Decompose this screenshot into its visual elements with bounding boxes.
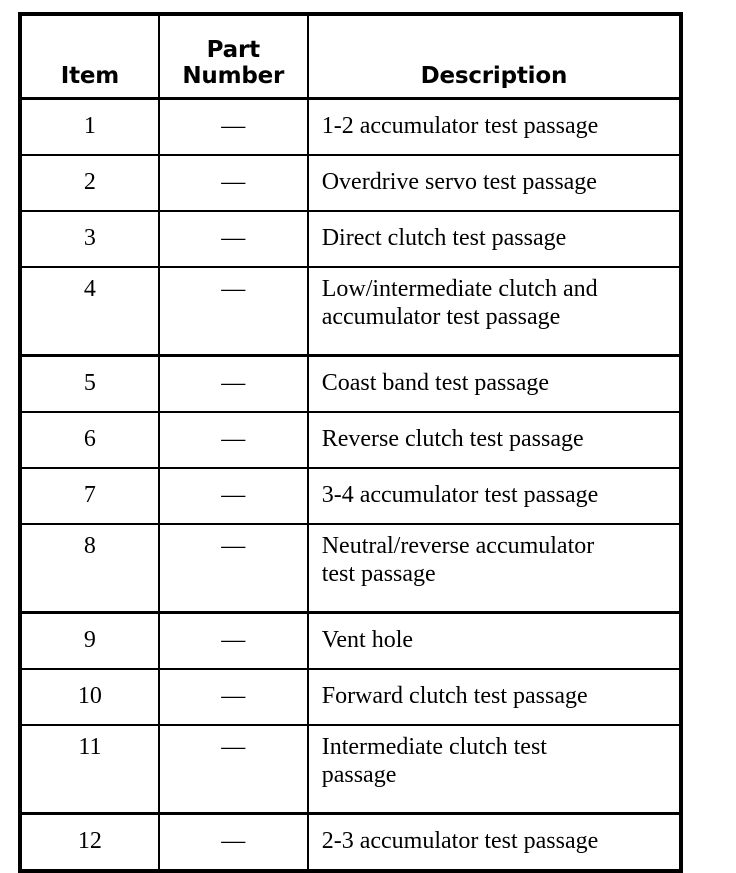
em-dash-placeholder: — [221, 112, 246, 139]
em-dash-placeholder: — [221, 276, 246, 302]
description-line: passage [321, 762, 397, 789]
page-root: Item Part Number Description 1 — 1-2 accum… [18, 12, 683, 873]
description-line: test passage [321, 561, 436, 588]
table-row: 3 — Direct clutch test passage [19, 210, 683, 268]
em-dash-placeholder: — [221, 481, 246, 508]
description-line: 3-4 accumulator test passage [321, 481, 599, 508]
cell-item: 1 [19, 97, 160, 156]
cell-item: 6 [19, 411, 160, 469]
description-line: Intermediate clutch test [321, 734, 547, 760]
description-line: Low/intermediate clutch and [321, 276, 598, 302]
cell-part-number: — [157, 97, 309, 156]
cell-part-number: — [157, 210, 309, 268]
parts-table-container: Item Part Number Description 1 — 1-2 accum… [18, 12, 683, 873]
table-row: 1 — 1-2 accumulator test passage [19, 97, 683, 156]
cell-description: Overdrive servo test passage [306, 154, 683, 212]
table-row: 7 — 3-4 accumulator test passage [19, 467, 683, 525]
cell-part-number: — [157, 354, 309, 413]
cell-part-number: — [157, 668, 309, 726]
parts-table: Item Part Number Description 1 — 1-2 accum… [18, 12, 683, 873]
cell-description: Coast band test passage [306, 354, 683, 413]
cell-item: 8 [19, 523, 160, 614]
em-dash-placeholder: — [221, 168, 246, 195]
column-header-description: Description [306, 13, 683, 100]
table-header: Item Part Number Description [19, 13, 683, 100]
em-dash-placeholder: — [221, 682, 246, 709]
cell-part-number: — [157, 154, 309, 212]
description-line: 2-3 accumulator test passage [321, 827, 599, 854]
description-line: Overdrive servo test passage [321, 168, 597, 195]
em-dash-placeholder: — [221, 224, 246, 251]
table-row: 6 — Reverse clutch test passage [19, 411, 683, 469]
description-line: Neutral/reverse accumulator [321, 533, 595, 559]
column-header-item: Item [19, 13, 160, 100]
cell-item: 3 [19, 210, 160, 268]
em-dash-placeholder: — [221, 734, 246, 760]
column-header-part-number: Part Number [157, 13, 309, 100]
cell-part-number: — [157, 812, 309, 872]
cell-description: 2-3 accumulator test passage [306, 812, 683, 872]
cell-item: 10 [19, 668, 160, 726]
description-line: Forward clutch test passage [321, 682, 588, 709]
table-row: 12 — 2-3 accumulator test passage [19, 812, 683, 872]
cell-item: 12 [19, 812, 160, 872]
em-dash-placeholder: — [221, 533, 246, 559]
cell-item: 9 [19, 611, 160, 670]
description-line: 1-2 accumulator test passage [321, 112, 599, 139]
table-body: 1 — 1-2 accumulator test passage 2 — Overdriv… [19, 97, 683, 872]
cell-item: 2 [19, 154, 160, 212]
cell-item: 7 [19, 467, 160, 525]
cell-part-number: — [157, 266, 309, 357]
description-line: Direct clutch test passage [321, 224, 567, 251]
em-dash-placeholder: — [221, 425, 246, 452]
cell-description: 1-2 accumulator test passage [306, 97, 683, 156]
em-dash-placeholder: — [221, 369, 246, 396]
cell-part-number: — [157, 724, 309, 815]
cell-item: 11 [19, 724, 160, 815]
table-row: 5 — Coast band test passage [19, 354, 683, 413]
cell-description: Direct clutch test passage [306, 210, 683, 268]
cell-description: Reverse clutch test passage [306, 411, 683, 469]
header-row: Item Part Number Description [19, 13, 683, 100]
cell-description: Forward clutch test passage [306, 668, 683, 726]
cell-item: 4 [19, 266, 160, 357]
cell-part-number: — [157, 523, 309, 614]
description-line: accumulator test passage [321, 304, 561, 331]
table-row: 2 — Overdrive servo test passage [19, 154, 683, 212]
cell-part-number: — [157, 467, 309, 525]
em-dash-placeholder: — [221, 827, 246, 854]
description-line: Reverse clutch test passage [321, 425, 584, 452]
cell-description: 3-4 accumulator test passage [306, 467, 683, 525]
em-dash-placeholder: — [221, 626, 246, 653]
cell-part-number: — [157, 411, 309, 469]
cell-item: 5 [19, 354, 160, 413]
description-line: Coast band test passage [321, 369, 550, 396]
description-line: Vent hole [321, 626, 414, 653]
table-row: 10 — Forward clutch test passage [19, 668, 683, 726]
cell-description: Vent hole [306, 611, 683, 670]
cell-part-number: — [157, 611, 309, 670]
table-row: 9 — Vent hole [19, 611, 683, 670]
